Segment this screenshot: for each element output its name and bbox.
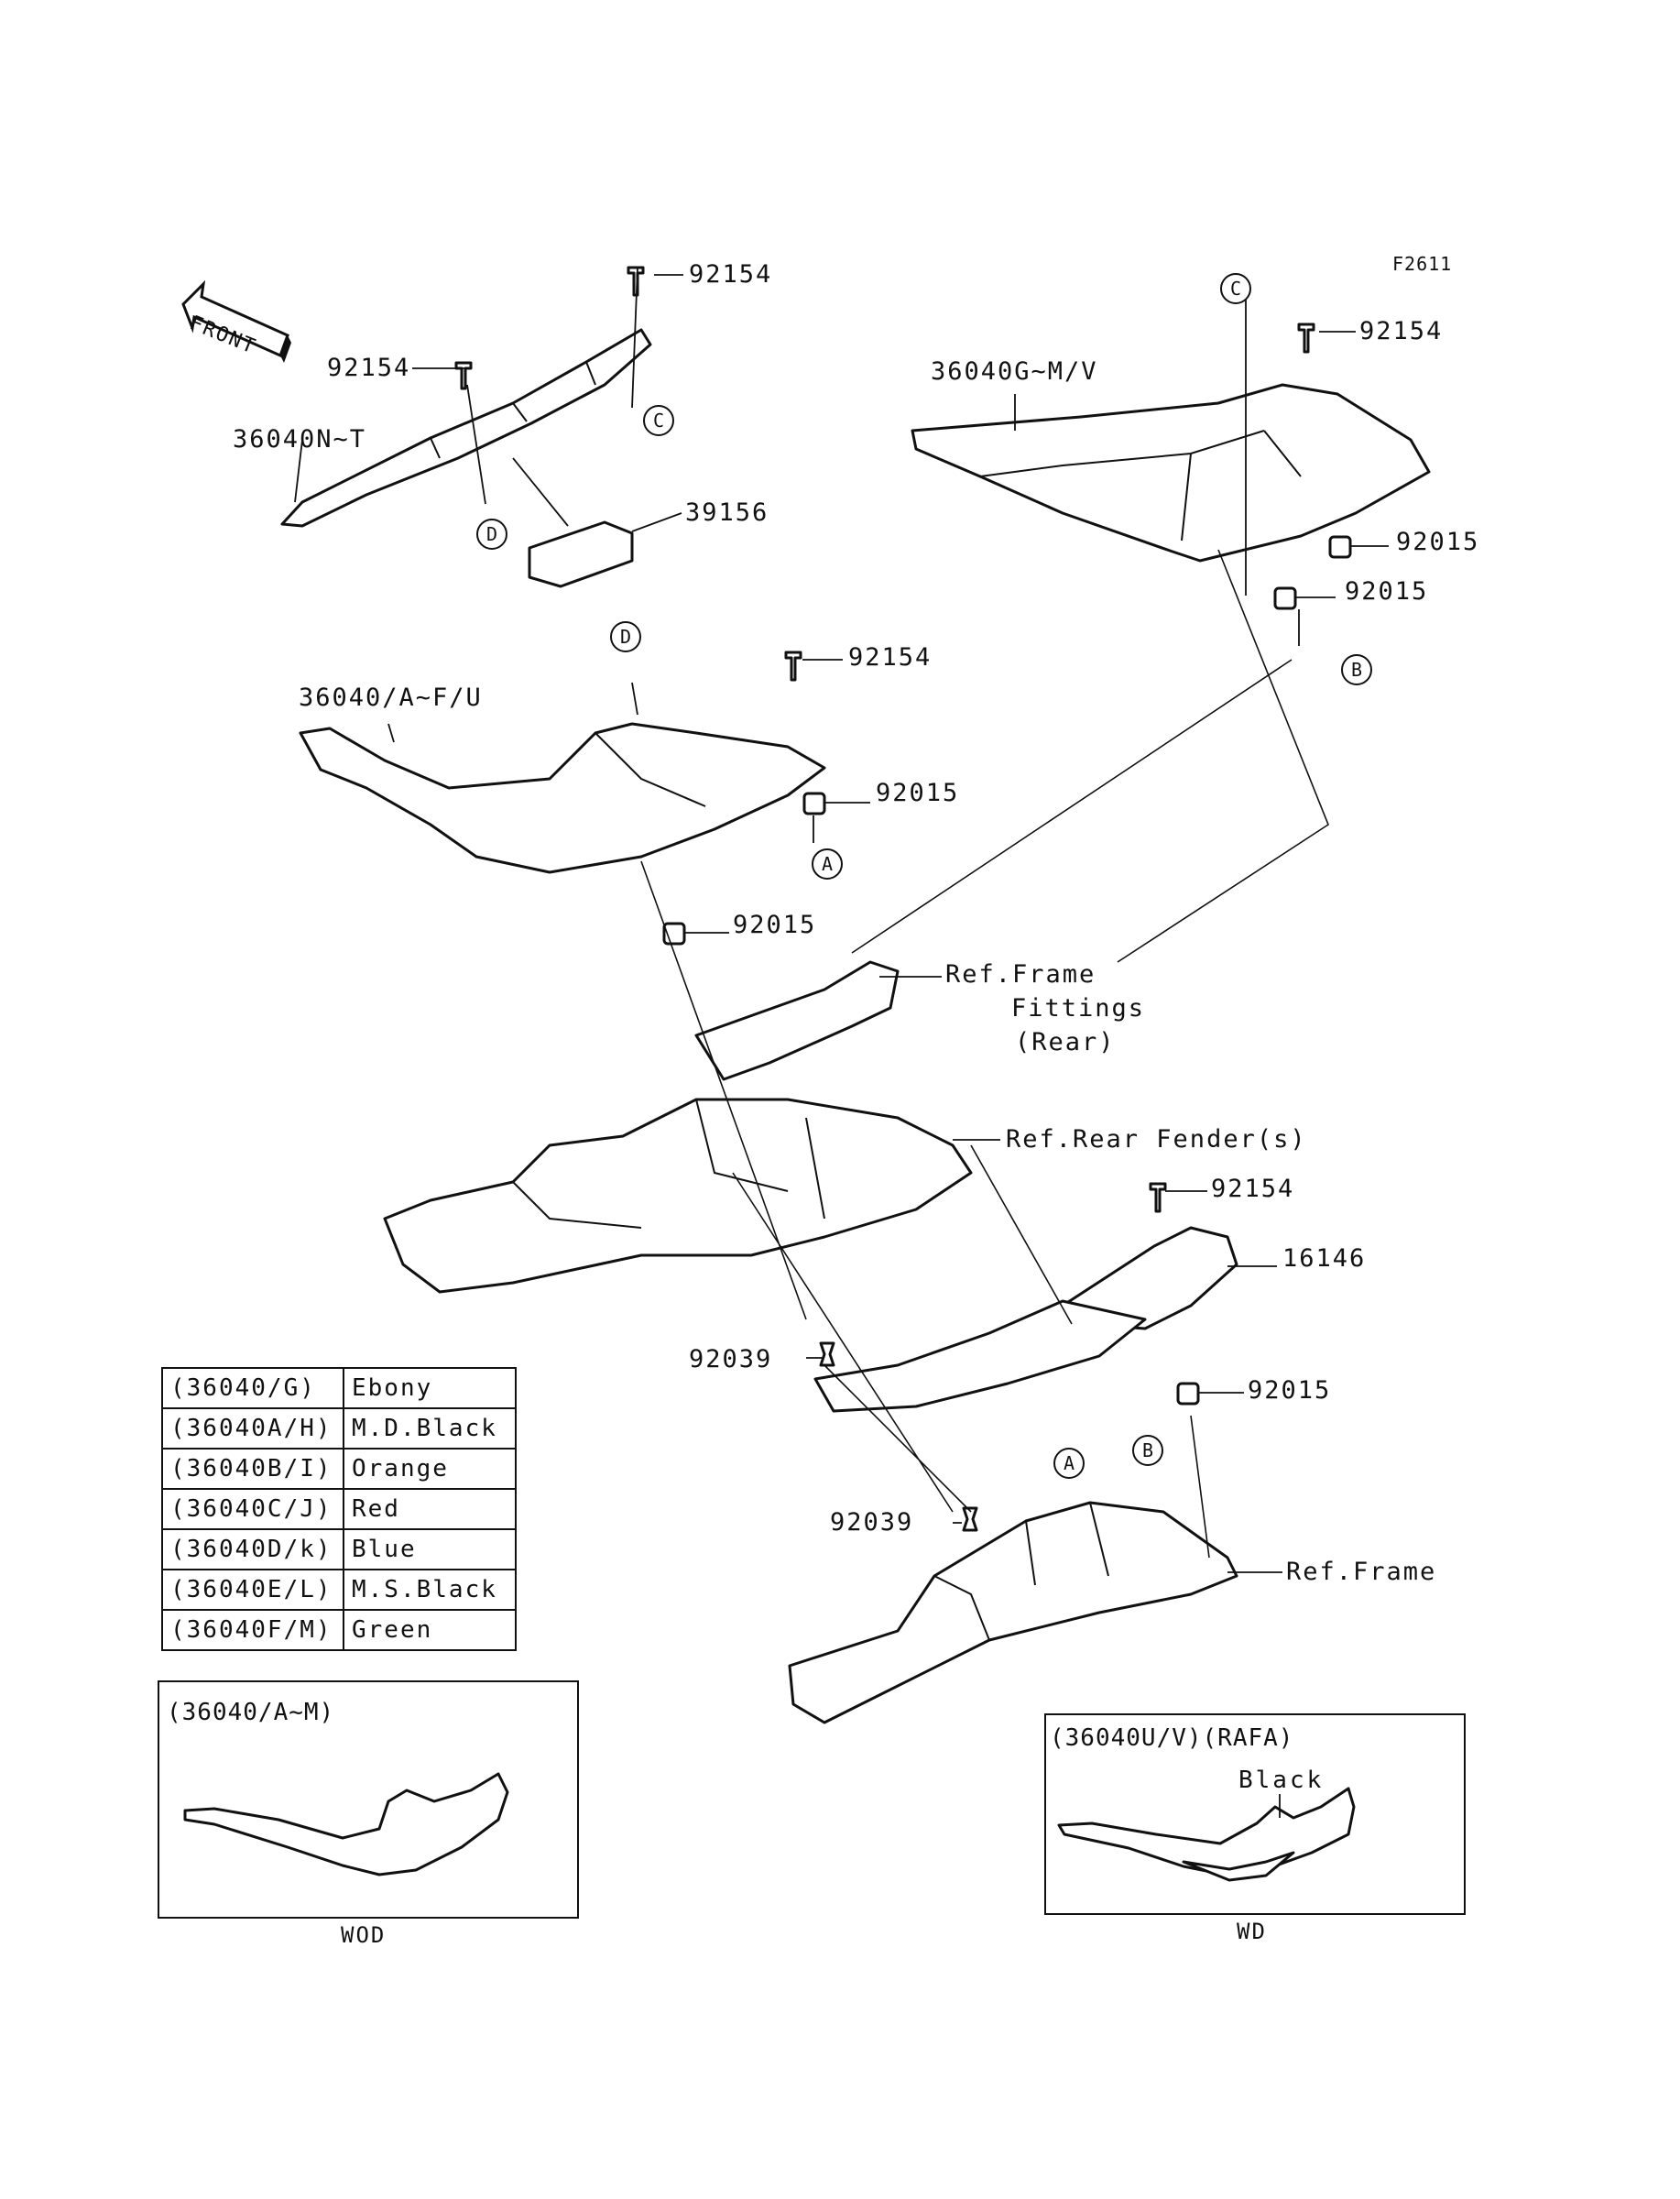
color-row: (36040E/L)M.S.Black [161,1569,517,1611]
inset-wod-cover [183,1772,509,1876]
color-row: (36040D/k)Blue [161,1528,517,1570]
label-92154-mid: 92154 [848,643,933,672]
label-92154-right: 92154 [1359,317,1444,345]
label-36040AFU: 36040/A~F/U [299,684,483,712]
label-ref-frame-fittings: Ref.Frame [945,960,1096,989]
screw-92154-left [454,361,473,390]
callout-c-left: C [643,405,674,436]
label-ref-rear-fender: Ref.Rear Fender(s) [1006,1125,1307,1154]
side-cover-upper-right [911,383,1431,563]
label-36040NT: 36040N~T [233,425,367,454]
color-code: (36040B/I) [161,1448,344,1490]
label-92039-a: 92039 [689,1345,773,1373]
color-row: (36040C/J)Red [161,1488,517,1530]
frame [788,1501,1238,1724]
color-code: (36040F/M) [161,1609,344,1651]
color-row: (36040A/H)M.D.Black [161,1407,517,1450]
clip-92039-a [819,1341,835,1367]
label-ref-frame: Ref.Frame [1286,1558,1437,1586]
label-92039-b: 92039 [830,1508,914,1537]
inset-wod-caption: WOD [341,1922,387,1948]
inset-wod-title: (36040/A~M) [167,1699,335,1726]
color-name: M.S.Black [343,1569,517,1611]
label-92015-r1: 92015 [1396,528,1480,556]
callout-c-right: C [1220,273,1251,304]
color-code: (36040C/J) [161,1488,344,1530]
rear-fender [383,1098,973,1294]
callout-b-low: B [1132,1435,1163,1466]
color-name: Green [343,1609,517,1651]
grommet-92015-r1 [1328,535,1352,559]
label-92015-low: 92015 [1248,1376,1332,1405]
screw-92154-top [627,266,645,297]
inset-wd-cover [1057,1787,1356,1882]
color-name: Ebony [343,1367,517,1409]
inset-wd-sublabel: Black [1238,1767,1325,1794]
color-code: (36040E/L) [161,1569,344,1611]
inset-wd-title: (36040U/V)(RAFA) [1050,1724,1294,1752]
label-ref-frame-fittings-3: (Rear) [1015,1028,1116,1056]
color-row: (36040B/I)Orange [161,1448,517,1490]
inset-wd: (36040U/V)(RAFA) Black [1044,1713,1466,1915]
color-code: (36040A/H) [161,1407,344,1450]
inset-wd-caption: WD [1237,1919,1267,1944]
callout-d-mid: D [610,621,641,652]
color-code: (36040/G) [161,1367,344,1409]
callout-b-right: B [1341,654,1372,685]
screw-92154-low [1149,1182,1167,1213]
label-92015-m1: 92015 [876,779,960,807]
color-table: (36040/G)Ebony (36040A/H)M.D.Black (3604… [161,1367,517,1651]
front-arrow-icon [181,280,291,363]
pad-39156 [528,520,634,588]
screw-92154-mid [784,651,802,682]
color-name: M.D.Black [343,1407,517,1450]
label-36040GMV: 36040G~M/V [931,357,1098,386]
label-92154-top: 92154 [689,260,773,289]
label-92015-m2: 92015 [733,911,817,939]
grommet-92015-m1 [802,792,826,815]
color-code: (36040D/k) [161,1528,344,1570]
callout-a-mid: A [812,848,843,880]
color-name: Red [343,1488,517,1530]
color-row: (36040/G)Ebony [161,1367,517,1409]
inset-wod: (36040/A~M) [158,1680,579,1919]
color-name: Blue [343,1528,517,1570]
callout-d-left: D [476,519,507,550]
color-row: (36040F/M)Green [161,1609,517,1651]
label-92154-left: 92154 [327,354,411,382]
label-92154-low: 92154 [1211,1175,1295,1203]
grommet-92015-low [1176,1382,1200,1406]
side-cover-lower [813,1299,1147,1413]
color-name: Orange [343,1448,517,1490]
callout-a-low: A [1053,1448,1085,1479]
label-39156: 39156 [685,498,769,527]
clip-92039-b [962,1506,978,1532]
label-92015-r2: 92015 [1345,577,1429,606]
grommet-92015-r2 [1273,586,1297,610]
label-ref-frame-fittings-2: Fittings [1011,994,1146,1023]
frame-fitting-rear [694,960,900,1081]
screw-92154-right [1297,323,1315,354]
diagram-code: F2611 [1392,253,1453,275]
label-16146: 16146 [1282,1244,1367,1273]
side-cover-middle [299,722,826,874]
